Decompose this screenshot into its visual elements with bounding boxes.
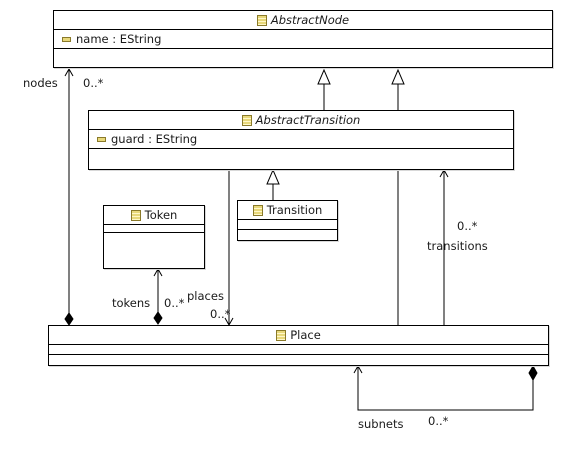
reference-subnets-multiplicity: 0..*	[428, 414, 449, 428]
attributes-section: guard : EString	[89, 130, 513, 149]
attributes-section: name : EString	[54, 30, 552, 49]
class-name: Place	[290, 328, 321, 342]
operations-section	[104, 233, 204, 268]
eclass-icon	[256, 14, 267, 26]
eclass-icon	[252, 204, 263, 216]
eclass-icon	[130, 209, 141, 221]
reference-subnets-name: subnets	[358, 417, 404, 431]
generalization-arrowhead-place	[391, 68, 405, 85]
class-abstract-node[interactable]: AbstractNode name : EString	[53, 10, 553, 68]
eclass-icon	[276, 329, 287, 341]
reference-nodes-multiplicity: 0..*	[83, 76, 104, 90]
attribute-row[interactable]: guard : EString	[89, 130, 513, 148]
attributes-section	[104, 225, 204, 233]
attributes-section	[49, 345, 548, 355]
class-name: Token	[144, 208, 178, 222]
attribute-text: guard : EString	[111, 132, 198, 146]
class-header: Place	[49, 326, 548, 345]
attribute-icon	[97, 136, 106, 142]
class-token[interactable]: Token	[103, 205, 205, 269]
operations-section	[54, 49, 552, 67]
class-place[interactable]: Place	[48, 325, 549, 366]
reference-transitions-arrow	[439, 168, 449, 178]
generalization-arrowhead-abstract-transition	[317, 68, 331, 85]
reference-subnets-diamond	[528, 364, 538, 382]
class-name: AbstractTransition	[255, 113, 361, 127]
class-name: AbstractNode	[270, 13, 350, 27]
attributes-section	[238, 220, 337, 230]
reference-tokens-name: tokens	[112, 296, 151, 310]
class-transition[interactable]: Transition	[237, 200, 338, 241]
reference-nodes-arrow	[64, 67, 74, 77]
class-abstract-transition[interactable]: AbstractTransition guard : EString	[88, 110, 514, 170]
eclass-icon	[241, 114, 252, 126]
class-header: AbstractTransition	[89, 111, 513, 130]
reference-places-multiplicity: 0..*	[210, 307, 231, 321]
attribute-icon	[62, 36, 71, 42]
attribute-row[interactable]: name : EString	[54, 30, 552, 48]
class-header: AbstractNode	[54, 11, 552, 30]
reference-tokens-arrow	[153, 267, 163, 277]
reference-tokens-diamond	[153, 311, 163, 325]
attribute-text: name : EString	[76, 32, 162, 46]
generalization-arrowhead-transition	[266, 168, 280, 185]
reference-transitions-multiplicity: 0..*	[457, 219, 478, 233]
reference-tokens-multiplicity: 0..*	[164, 296, 185, 310]
operations-section	[238, 230, 337, 240]
reference-transitions-name: transitions	[427, 239, 488, 253]
reference-subnets-arrow	[353, 364, 363, 374]
class-header: Token	[104, 206, 204, 225]
operations-section	[89, 149, 513, 169]
operations-section	[49, 355, 548, 365]
reference-places-name: places	[187, 289, 224, 303]
reference-nodes-name: nodes	[23, 76, 58, 90]
class-name: Transition	[266, 203, 323, 217]
reference-nodes-diamond	[64, 312, 74, 326]
reference-subnets-line	[357, 366, 534, 411]
class-header: Transition	[238, 201, 337, 220]
